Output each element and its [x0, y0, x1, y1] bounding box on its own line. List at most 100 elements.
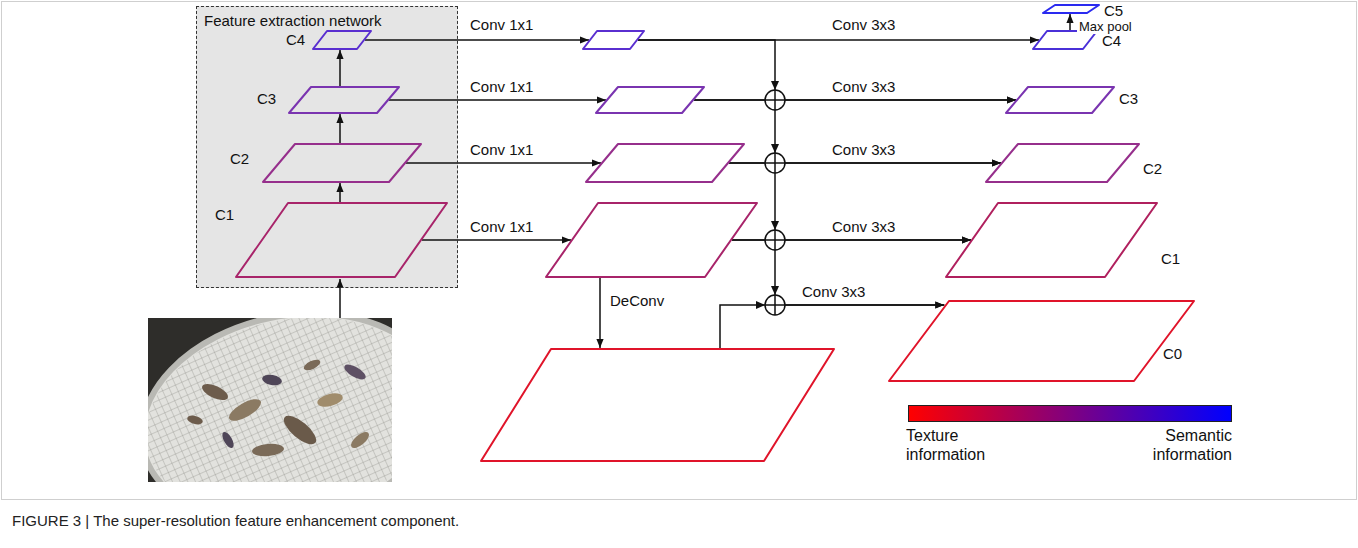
- edge-label-holder: Conv 1x1: [468, 141, 535, 159]
- connector-arrow: [720, 305, 944, 348]
- feature-map-outline: [888, 300, 1195, 382]
- map-label-holder: C1: [1161, 250, 1180, 268]
- feature-map-shape: [1006, 87, 1114, 113]
- edge-label-holder: Conv 1x1: [468, 78, 535, 96]
- map-label-holder: C2: [1143, 160, 1162, 178]
- map-label-holder: C2: [230, 150, 249, 168]
- map-label-holder: C3: [1119, 90, 1138, 108]
- feature-map-outline: [312, 30, 372, 50]
- edge-label-holder: Conv 3x3: [830, 16, 897, 34]
- sieve-photo: [148, 318, 392, 482]
- map-label: C4: [286, 31, 305, 48]
- map-label: C3: [1119, 90, 1138, 107]
- connector-arrow: [339, 50, 341, 86]
- group-ground: [196, 6, 458, 288]
- map-label-holder: C3: [257, 90, 276, 108]
- connector-arrow: [339, 183, 341, 202]
- feature-map-shape: [263, 144, 421, 182]
- connector-arrow: [1069, 14, 1071, 30]
- feature-map-outline: [235, 202, 448, 278]
- operation-label: Conv 1x1: [468, 141, 535, 158]
- feature-map: C5: [1042, 4, 1100, 14]
- connector-arrow: [599, 278, 601, 348]
- feature-map-shape: [586, 144, 744, 182]
- operation-label: Conv 1x1: [468, 218, 535, 235]
- group-box: Feature extraction networkC4C3C2C1: [196, 6, 458, 288]
- feature-map-outline: [480, 348, 835, 462]
- operation-label: Conv 1x1: [468, 16, 535, 33]
- map-label: C2: [1143, 160, 1162, 177]
- operation-label: Conv 1x1: [468, 78, 535, 95]
- operation-label: DeConv: [608, 292, 666, 309]
- connector-arrow: [729, 163, 971, 240]
- group-heading: Feature extraction network: [204, 12, 382, 29]
- edge-label-holder: Conv 3x3: [830, 218, 897, 236]
- edge-label-holder: Conv 3x3: [830, 78, 897, 96]
- connector-arrow: [406, 162, 601, 164]
- feature-map-shape: [313, 31, 371, 49]
- input-arrow: [339, 279, 341, 318]
- feature-map-outline: [985, 143, 1140, 183]
- legend-label: Semantic information: [1153, 427, 1232, 463]
- feature-map-shape: [289, 87, 399, 113]
- feature-map-outline: [1005, 86, 1115, 114]
- feature-map-shape: [596, 87, 704, 113]
- operation-label: Conv 3x3: [830, 78, 897, 95]
- feature-map-shape: [236, 203, 447, 277]
- map-label: C5: [1104, 2, 1123, 19]
- connector-arrow: [365, 39, 589, 41]
- feature-map: [545, 202, 758, 278]
- edge-label-holder: Conv 3x3: [800, 283, 867, 301]
- map-label: C1: [1161, 250, 1180, 267]
- operation-label: Conv 3x3: [830, 218, 897, 235]
- feature-map: C1: [235, 202, 448, 278]
- feature-map-shape: [1043, 5, 1099, 13]
- operation-label: Conv 3x3: [830, 141, 897, 158]
- feature-map-outline: [545, 202, 758, 278]
- group-heading-holder: Feature extraction network: [204, 12, 382, 30]
- map-label-holder: C4: [1102, 32, 1121, 50]
- edge-label-holder: Conv 1x1: [468, 16, 535, 34]
- feature-map-outline: [582, 30, 645, 50]
- legend-label-holder: Semantic information: [1136, 426, 1232, 464]
- feature-map: C2: [262, 143, 422, 183]
- legend-label-holder: Texture information: [906, 426, 1002, 464]
- feature-map-shape: [546, 203, 757, 277]
- connector-arrow: [422, 239, 571, 241]
- edge-label-holder: Max pool: [1077, 17, 1134, 35]
- map-label-holder: C0: [1163, 345, 1182, 363]
- map-label-holder: C1: [215, 206, 234, 224]
- caption-holder: FIGURE 3 | The super-resolution feature …: [12, 512, 1342, 530]
- feature-map: C0: [888, 300, 1195, 382]
- operation-label: Conv 3x3: [800, 283, 867, 300]
- feature-map: C1: [945, 202, 1158, 278]
- feature-map: C2: [985, 143, 1140, 183]
- feature-map-outline: [945, 202, 1158, 278]
- map-label-holder: C5: [1104, 2, 1123, 20]
- feature-map: C4: [312, 30, 372, 50]
- map-label: C1: [215, 206, 234, 223]
- feature-map: [582, 30, 645, 50]
- map-label: C0: [1163, 345, 1182, 362]
- feature-map-outline: [1042, 4, 1100, 14]
- feature-map-outline: [262, 143, 422, 183]
- connector-arrow: [339, 114, 341, 143]
- feature-map-outline: [288, 86, 400, 114]
- operation-label: Conv 3x3: [830, 16, 897, 33]
- connector-arrow: [389, 99, 606, 101]
- connector-arrow: [694, 100, 1001, 163]
- operation-label: Max pool: [1077, 19, 1134, 34]
- feature-map-shape: [946, 203, 1157, 277]
- feature-map-shape: [889, 301, 1194, 381]
- edge-label-holder: Conv 1x1: [468, 218, 535, 236]
- feature-map: C3: [288, 86, 400, 114]
- connector-arrow: [732, 240, 944, 305]
- edge-label-holder: DeConv: [608, 292, 666, 310]
- sum-arrowheads: [756, 81, 779, 309]
- feature-map-outline: [585, 143, 745, 183]
- figure-caption: FIGURE 3 | The super-resolution feature …: [12, 512, 459, 529]
- feature-map-shape: [481, 349, 834, 461]
- map-label-holder: C4: [286, 31, 305, 49]
